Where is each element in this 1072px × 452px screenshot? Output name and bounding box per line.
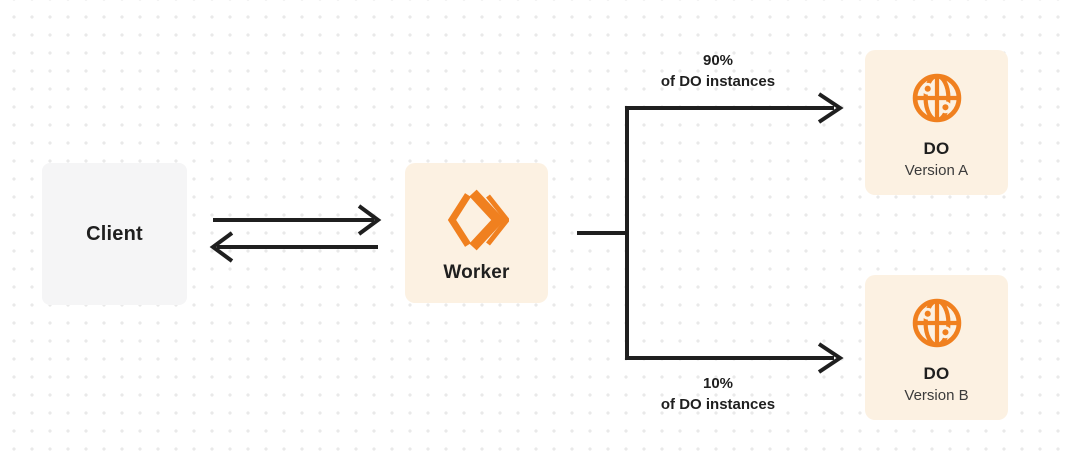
do-a-title: DO [923,138,950,158]
bottom-branch-caption: of DO instances [660,396,776,413]
bottom-branch-percent: 10% [702,375,734,392]
bottom-branch-label: 10% of DO instances [608,373,828,415]
globe-icon [910,71,964,125]
do-version-a-node: DO Version A [865,50,1008,195]
do-b-title: DO [923,363,950,383]
worker-node: Worker [405,163,548,303]
arrowhead-do-b [817,342,844,374]
globe-icon [910,296,964,350]
client-label: Client [86,222,143,245]
top-branch-label: 90% of DO instances [608,50,828,92]
client-node: Client [42,163,187,305]
top-branch-caption: of DO instances [660,73,776,90]
worker-to-client-arrow [209,231,378,263]
do-version-b-node: DO Version B [865,275,1008,420]
do-a-subtitle: Version A [904,161,969,179]
branch-arrows [625,92,844,374]
do-b-subtitle: Version B [904,386,969,404]
workers-icon [445,188,509,252]
top-branch-percent: 90% [702,52,734,69]
worker-label: Worker [443,262,510,283]
arrowhead-do-a [817,92,844,124]
client-to-worker-arrow [213,204,382,236]
